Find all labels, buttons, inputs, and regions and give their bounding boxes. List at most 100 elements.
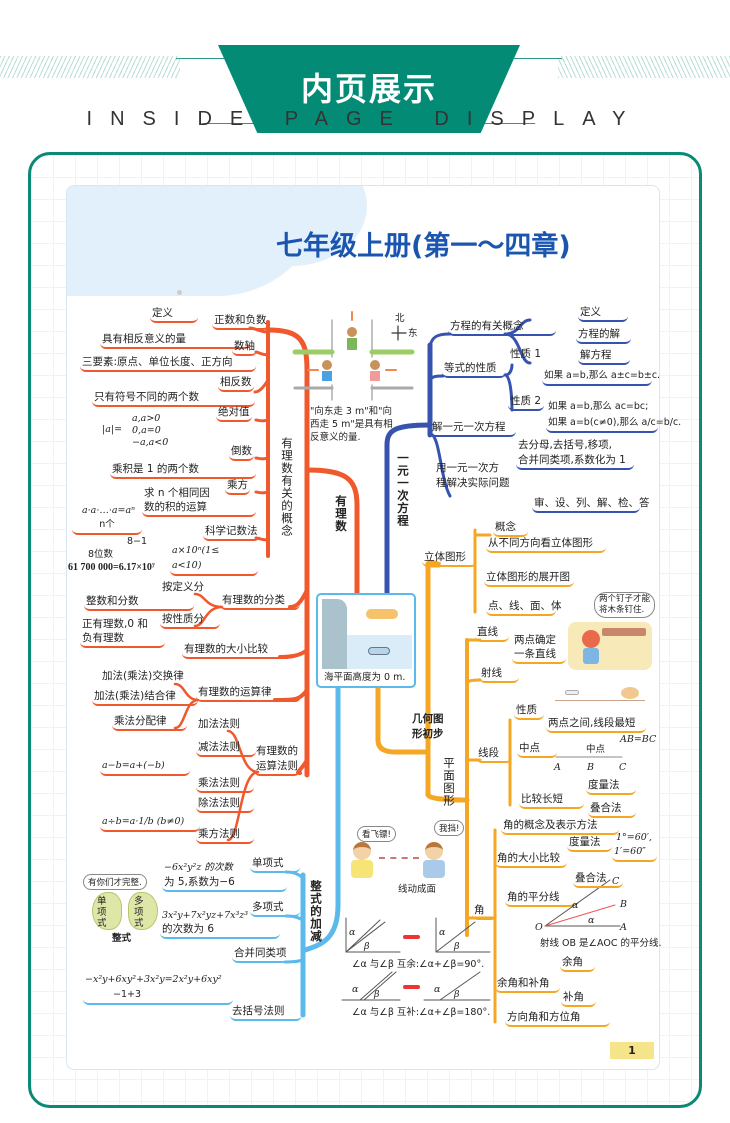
sea-level-illustration: 海平面高度为 0 m. [316, 593, 416, 688]
direction-caption-1: "向东走 3 m"和"向 [310, 406, 392, 417]
bisector-point-c: C [612, 876, 620, 887]
branch-plane-figures: 平面图形 [442, 757, 456, 807]
polynomial-example-2: 的次数为 6 [160, 922, 280, 939]
property-2-statement-1: 如果 a=b,那么 ac=bc; [548, 401, 649, 412]
node-opposite-number: 相反数 [218, 375, 254, 392]
line-forms-plane-caption: 线动成面 [398, 884, 437, 895]
abs-case-2: 0,a=0 [132, 425, 161, 436]
abs-case-1: a,a>0 [132, 413, 161, 424]
dart-speech-bubble: 看飞镖! [357, 826, 396, 842]
nail-illustration [568, 622, 652, 670]
header-stripes-left [0, 56, 180, 78]
angle-alpha-4: α [434, 984, 441, 995]
node-power-rule: 乘方法则 [196, 827, 254, 844]
node-integers-fractions: 整数和分数 [84, 594, 194, 611]
node-property-1: 性质 1 [510, 348, 542, 360]
supplementary-caption: ∠α 与∠β 互补:∠α+∠β=180°. [352, 1007, 491, 1018]
nail-speech-bubble: 两个钉子才能 将木条钉住. [594, 592, 656, 618]
direction-caption-2: 西走 5 m"是具有相 [310, 419, 393, 430]
bisector-caption: 射线 OB 是∠AOC 的平分线. [540, 938, 662, 949]
angle-beta-2: β [454, 941, 460, 952]
node-definition: 定义 [150, 306, 198, 323]
section-banner-title: 内页展示 [218, 45, 520, 133]
direction-caption-3: 反意义的量. [310, 432, 361, 443]
node-three-elements: 三要素:原点、单位长度、正方向 [80, 355, 256, 372]
abs-case-3: −a,a<0 [132, 437, 169, 448]
node-addition-rule: 加法法则 [198, 718, 240, 730]
angle-beta-3: β [374, 989, 380, 1000]
angle-beta-1: β [364, 941, 370, 952]
node-solid-concept: 概念 [493, 520, 528, 537]
node-absolute-value: 绝对值 [216, 405, 252, 422]
node-segment-property: 性质 [514, 703, 544, 720]
node-eq-definition: 定义 [578, 305, 628, 322]
sci-form-1: a×10ⁿ(1≤ [172, 545, 220, 556]
node-combine-like-terms: 合并同类项 [232, 946, 302, 963]
nail-speech-line-1: 两个钉子才能 [599, 594, 651, 604]
polynomial-example-1: 3x²y+7x²yz+7x³z³ [162, 910, 249, 921]
node-opposite-quantities: 具有相反意义的量 [100, 332, 250, 349]
line-property-1: 两点确定 [514, 634, 556, 646]
node-equation-concepts: 方程的有关概念 [448, 319, 556, 336]
angle-alpha-3: α [352, 984, 359, 995]
node-views: 从不同方向看立体图形 [486, 536, 606, 553]
node-applications-2: 程解决实际问题 [436, 477, 510, 489]
angle-alpha-2: α [439, 927, 446, 938]
branch-polynomial-ops: 整式的加减 [309, 880, 323, 943]
section-subtitle: INSIDE PAGE DISPLAY [86, 108, 644, 130]
node-subtraction-rule: 减法法则 [196, 740, 256, 757]
node-ray: 射线 [479, 666, 519, 683]
butterfly-left-wing-label: 单项式 [97, 896, 107, 929]
node-applications-1: 用一元一次方 [436, 462, 499, 474]
point-c-label: C [619, 762, 627, 773]
butterfly-right-wing-label: 多项式 [134, 896, 144, 929]
node-solid-figures: 立体图形 [422, 550, 477, 567]
butterfly-illustration: 单项式 多项式 [92, 892, 158, 932]
node-associative: 加法(乘法)结合律 [92, 689, 198, 706]
line-property-2: 一条直线 [512, 647, 566, 664]
butterfly-speech-bubble: 有你们才完整. [83, 874, 147, 890]
branch-geometry-1: 几何图 [412, 713, 444, 725]
sea-level-caption: 海平面高度为 0 m. [324, 672, 406, 683]
solve-steps-2: 合并同类项,系数化为 1 [516, 453, 634, 470]
solve-steps-1: 去分母,去括号,移项, [518, 439, 613, 451]
node-operation-rules-1: 有理数的 [256, 745, 298, 757]
node-classification: 有理数的分类 [220, 593, 300, 610]
node-angle-compare: 角的大小比较 [495, 851, 567, 868]
node-angle: 角 [472, 903, 497, 920]
node-angle-measure: 度量法 [567, 835, 612, 852]
node-division-rule: 除法法则 [196, 796, 254, 813]
point-b-label: B [587, 762, 594, 773]
complementary-caption: ∠α 与∠β 互余:∠α+∠β=90°. [352, 959, 485, 970]
node-eq-solution: 方程的解 [576, 327, 631, 344]
sci-example: 61 700 000=6.17×10⁷ [68, 562, 155, 573]
node-comparison: 有理数的大小比较 [182, 642, 292, 659]
header-stripes-right [558, 56, 730, 78]
node-point-line-plane-solid: 点、线、面、体 [486, 599, 562, 616]
bisector-point-b: B [620, 899, 627, 910]
node-complementary: 余角 [560, 955, 595, 972]
node-supplementary: 补角 [561, 990, 596, 1007]
node-property-2: 性质 2 [508, 394, 544, 411]
monomial-example-2: 为 5,系数为−6 [162, 875, 287, 892]
book-page-title: 七年级上册(第一～四章) [276, 231, 571, 262]
block-speech-bubble: 我挡! [434, 820, 465, 836]
node-segment: 线段 [476, 746, 512, 763]
bisector-alpha-1: α [572, 900, 579, 911]
node-equality-properties: 等式的性质 [442, 361, 506, 378]
degree-conversion-2: 1′=60″ [612, 845, 657, 862]
node-power-def-2: 数的积的运算 [142, 500, 256, 517]
node-distributive: 乘法分配律 [112, 714, 187, 731]
direction-illustration [292, 311, 415, 401]
node-operation-laws: 有理数的运算律 [196, 685, 301, 702]
node-compare-length: 比较长短 [519, 792, 584, 809]
branch-rational-numbers: 有理数 [334, 495, 348, 533]
branch-rational-concepts: 有理数有关的概念 [280, 437, 294, 537]
node-angle-overlap: 叠合法 [573, 871, 623, 888]
sci-exponent-note: 8−1 [127, 536, 148, 547]
node-power-def-1: 求 n 个相同因 [144, 487, 210, 499]
node-reciprocal: 倒数 [229, 444, 254, 461]
node-positive-zero-2: 负有理数 [80, 631, 165, 648]
combine-example: −x²y+6xy²+3x²y=2x²y+6xy² [85, 974, 222, 985]
node-reciprocal-def: 乘积是 1 的两个数 [110, 462, 256, 479]
